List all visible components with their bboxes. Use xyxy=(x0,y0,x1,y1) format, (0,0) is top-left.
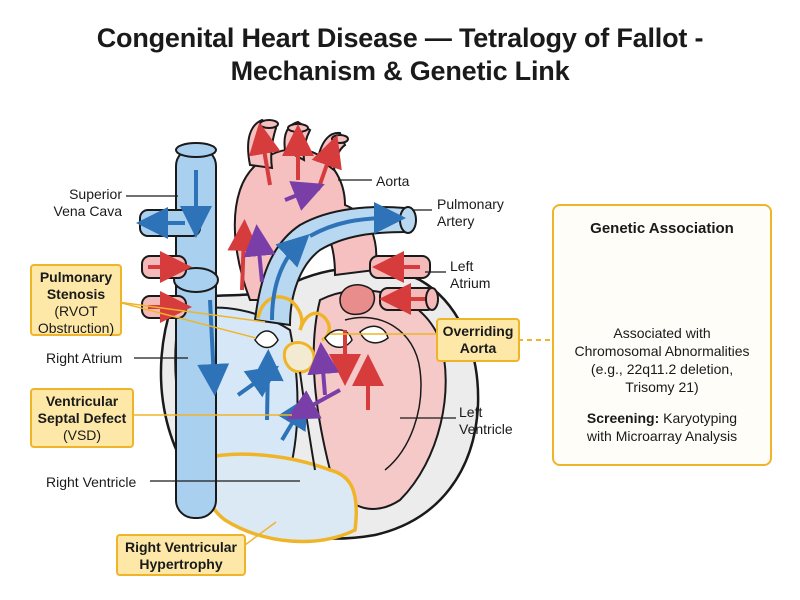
callout-overriding-aorta: Overriding Aorta xyxy=(436,318,520,362)
panel-body-line-1: Associated with xyxy=(613,325,711,341)
vsd-normal-1: (VSD) xyxy=(62,427,102,443)
label-pulmonary-artery: Pulmonary Artery xyxy=(437,196,504,230)
ps-bold-2: Stenosis xyxy=(46,286,106,302)
screening-label: Screening: xyxy=(586,410,660,426)
callout-rvh: Right Ventricular Hypertrophy xyxy=(116,534,246,576)
label-superior-vena-cava: Superior Vena Cava xyxy=(40,186,123,220)
genetic-association-panel: Genetic Association Associated with Chro… xyxy=(552,204,772,466)
pulmonary-stenosis-highlight xyxy=(256,295,304,331)
title-line-1: Congenital Heart Disease — Tetralogy of … xyxy=(96,23,704,53)
ps-normal-1: (RVOT xyxy=(54,303,98,319)
vsd-bold-1: Ventricular xyxy=(45,393,119,409)
leader-lines xyxy=(126,179,456,482)
panel-body-line-4: Trisomy 21) xyxy=(625,379,699,395)
page-title: Congenital Heart Disease — Tetralogy of … xyxy=(0,22,800,88)
callout-pulmonary-stenosis: Pulmonary Stenosis (RVOT Obstruction) xyxy=(30,264,122,336)
lv-line-2: Ventricle xyxy=(459,421,513,437)
panel-title: Genetic Association xyxy=(590,220,734,237)
vsd-bold-2: Septal Defect xyxy=(37,410,127,426)
oa-bold-1: Overriding xyxy=(442,323,514,339)
label-right-atrium: Right Atrium xyxy=(46,350,123,366)
panel-body: Associated with Chromosomal Abnormalitie… xyxy=(554,324,770,396)
svc-line-2: Vena Cava xyxy=(53,203,123,219)
ps-normal-2: Obstruction) xyxy=(37,320,115,336)
rvh-bold-1: Right Ventricular xyxy=(124,539,238,555)
panel-body-line-3: (e.g., 22q11.2 deletion, xyxy=(590,361,734,377)
oa-bold-2: Aorta xyxy=(459,340,497,356)
rvh-outline xyxy=(201,452,358,544)
la-line-2: Atrium xyxy=(450,275,491,291)
label-left-atrium: Left Atrium xyxy=(450,258,490,292)
lv-line-1: Left xyxy=(459,404,483,420)
panel-body-line-2: Chromosomal Abnormalities xyxy=(574,343,750,359)
ps-bold-1: Pulmonary xyxy=(39,269,113,285)
rvh-bold-2: Hypertrophy xyxy=(139,556,223,572)
label-left-ventricle: Left Ventricle xyxy=(459,404,513,438)
svc-line-1: Superior xyxy=(69,186,122,202)
screening-text-1: Karyotyping xyxy=(663,410,738,426)
vsd-highlight xyxy=(282,341,316,374)
screening-text-2: with Microarray Analysis xyxy=(586,428,738,444)
label-right-ventricle: Right Ventricle xyxy=(46,474,137,490)
label-aorta: Aorta xyxy=(376,173,410,189)
panel-screening: Screening: Karyotyping with Microarray A… xyxy=(554,409,770,445)
callout-vsd: Ventricular Septal Defect (VSD) xyxy=(30,388,134,448)
callout-leaders xyxy=(117,301,550,546)
title-line-2: Mechanism & Genetic Link xyxy=(230,56,570,86)
la-line-1: Left xyxy=(450,258,474,274)
pa-line-1: Pulmonary xyxy=(437,196,504,212)
pa-line-2: Artery xyxy=(437,213,475,229)
